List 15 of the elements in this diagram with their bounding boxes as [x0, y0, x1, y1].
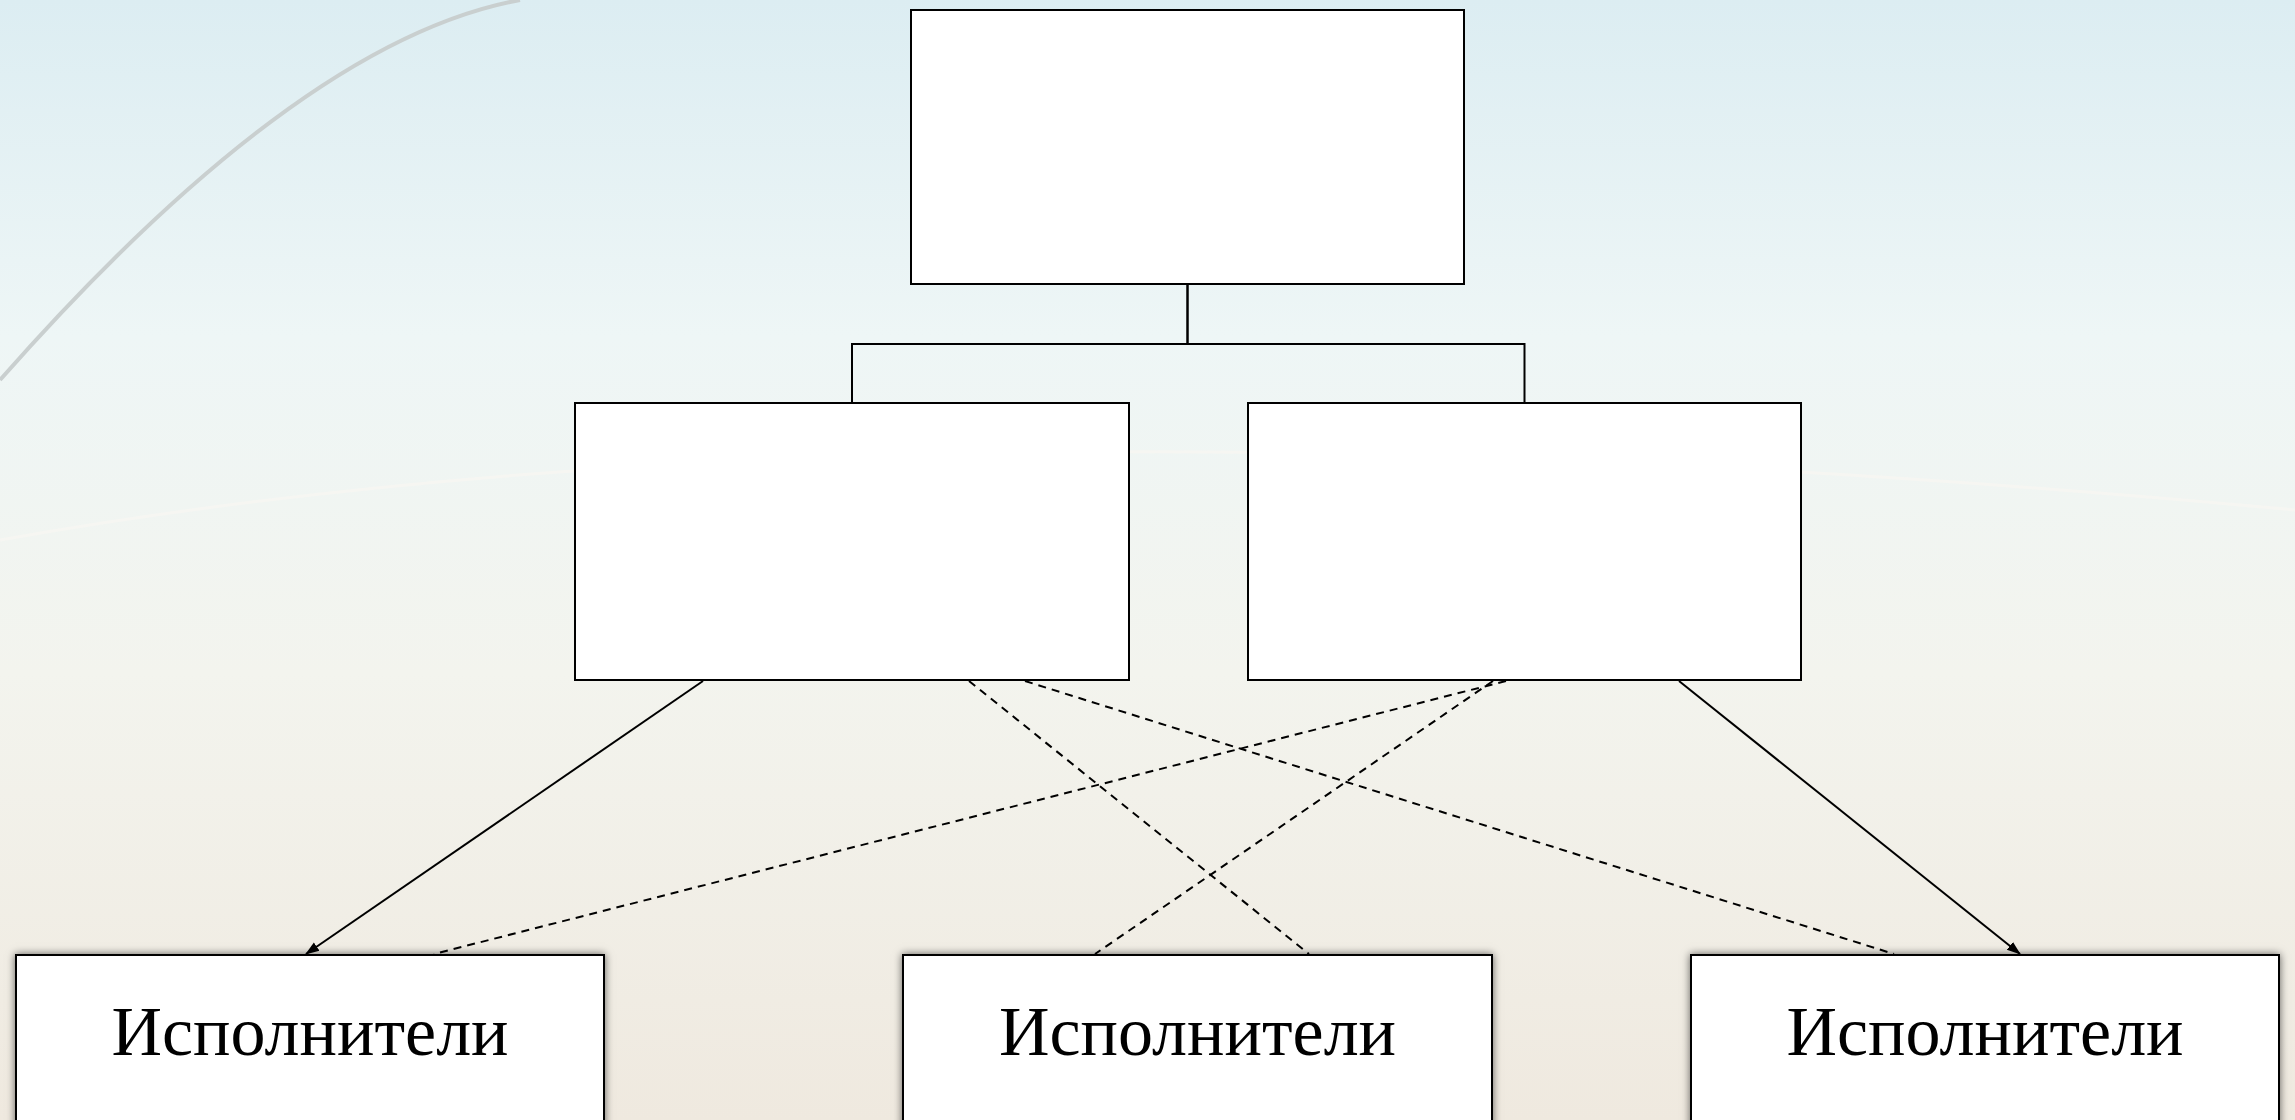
dashed-connector	[1094, 680, 1494, 955]
connector-line	[1186, 284, 1526, 403]
dashed-connector	[968, 680, 1310, 955]
empty-box	[910, 9, 1465, 285]
arrow	[305, 680, 704, 955]
box-label: Исполнители	[998, 997, 1397, 1067]
box-label: Исполнители	[1786, 997, 2184, 1067]
empty-box	[1247, 402, 1802, 681]
performer-box	[902, 954, 1493, 1120]
dashed-connector	[1024, 680, 1895, 955]
arrow	[1678, 680, 2021, 955]
empty-box	[574, 402, 1130, 681]
box-label: Исполнители	[111, 997, 509, 1067]
performer-box	[15, 954, 605, 1120]
performer-box	[1690, 954, 2280, 1120]
